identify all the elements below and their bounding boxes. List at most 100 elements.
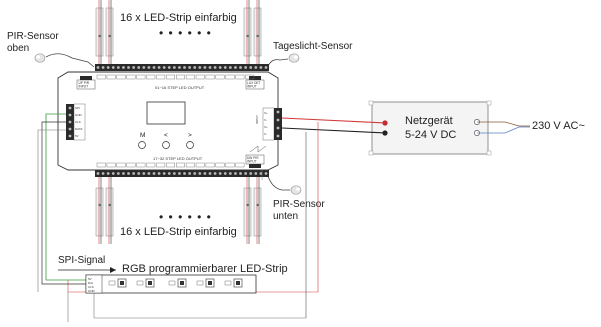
top-terminal-row xyxy=(95,64,269,71)
rgb-led-strip: 5V D/A CLK GND xyxy=(85,274,257,294)
terminal-screw xyxy=(264,66,268,69)
terminal-screw xyxy=(127,172,130,175)
bottom-output-label: 17~32 STEP LED OUTPUT xyxy=(153,156,203,161)
mains-label: 230 V AC~ xyxy=(532,120,585,132)
rgb-led-core xyxy=(120,281,124,285)
terminal-screw xyxy=(213,66,217,69)
psu-label-2: 5-24 V DC xyxy=(405,129,456,141)
terminal-screw xyxy=(208,172,212,175)
wire-spi-data xyxy=(45,113,90,281)
dw-pir-label-2: INPUT xyxy=(247,160,257,164)
pwr-pin-2: V+ xyxy=(264,125,268,129)
pir-top-label-1: PIR-Sensor xyxy=(7,31,59,42)
terminal-screw xyxy=(223,66,227,69)
bottom-dots: • • • • • • xyxy=(159,210,212,224)
channel-box xyxy=(156,162,166,168)
terminal-screw xyxy=(203,172,207,175)
pwr-pin-3: V- xyxy=(264,132,267,136)
terminal-screw xyxy=(228,66,232,69)
terminal-screw xyxy=(106,172,110,175)
terminal-screw xyxy=(254,66,258,69)
power-input-label: INPUT xyxy=(255,115,259,124)
terminal-screw xyxy=(152,172,156,175)
channel-box xyxy=(126,74,136,80)
channel-box xyxy=(225,162,235,168)
terminal-screw xyxy=(244,172,248,175)
terminal-screw xyxy=(137,172,141,175)
top-dots: • • • • • • xyxy=(159,26,212,40)
terminal-screw xyxy=(239,172,242,175)
terminal-screw xyxy=(68,134,72,138)
top-output-label: 01~16 STEP LED OUTPUT xyxy=(155,85,205,90)
terminal-screw xyxy=(137,66,141,69)
terminal-screw xyxy=(276,118,280,122)
terminal-screw xyxy=(276,134,280,138)
terminal-screw xyxy=(132,66,136,69)
channel-box xyxy=(235,162,245,168)
channel-box xyxy=(205,162,215,168)
rgb-pin-2: CLK xyxy=(88,285,94,289)
up-pir-label-2: INPUT xyxy=(79,85,89,89)
wire-v-minus xyxy=(281,127,386,134)
wire-spi-clk xyxy=(41,121,90,285)
channel-box xyxy=(195,162,205,168)
button-m[interactable] xyxy=(138,141,146,149)
terminal-screw xyxy=(116,172,120,175)
button-next-label: > xyxy=(188,132,192,139)
channel-box xyxy=(175,74,185,80)
rgb-pin-1: D/A xyxy=(88,281,93,285)
lux-det-label-2: INPUT xyxy=(247,85,257,89)
terminal-screw xyxy=(172,66,176,69)
channel-box xyxy=(126,162,136,168)
spi-pin-4: 5V xyxy=(75,134,79,138)
channel-box xyxy=(185,74,195,80)
pir-bottom-label-1: PIR-Sensor xyxy=(273,199,325,210)
terminal-screw xyxy=(68,113,72,117)
rgb-resistor xyxy=(224,280,232,286)
spi-pin-3: DATA xyxy=(75,127,83,131)
channel-box xyxy=(136,162,146,168)
top-strip-label: 16 x LED-Strip einfarbig xyxy=(120,12,237,24)
channel-box xyxy=(195,74,205,80)
wire-spi-gnd xyxy=(37,129,66,292)
terminal-screw xyxy=(259,172,263,175)
rgb-resistor xyxy=(196,280,204,286)
channel-box xyxy=(96,74,106,80)
pwr-pin-0: V+ xyxy=(264,111,268,115)
button-next[interactable] xyxy=(186,141,194,149)
terminal-screw xyxy=(106,66,110,69)
terminal-screw xyxy=(234,66,237,69)
channel-box xyxy=(205,74,215,80)
pir-sensor-top xyxy=(34,53,95,68)
up-pir-label-1: UP PIR xyxy=(79,81,90,85)
channel-box xyxy=(116,74,126,80)
terminal-screw xyxy=(172,172,176,175)
led-strip xyxy=(95,187,104,237)
terminal-screw xyxy=(203,66,207,69)
channel-box xyxy=(156,74,166,80)
terminal-screw xyxy=(249,66,253,69)
channel-box xyxy=(116,162,126,168)
terminal-screw xyxy=(244,66,248,69)
led-strip xyxy=(253,7,262,57)
rgb-resistor xyxy=(168,280,176,286)
channel-box xyxy=(215,162,225,168)
terminal-screw xyxy=(111,172,115,175)
pir-bottom-label-2: unten xyxy=(273,211,298,222)
rgb-led-core xyxy=(148,281,152,285)
controller: UP PIR INPUT LUX DET INPUT 01~16 STEP LE… xyxy=(57,64,282,177)
terminal-screw xyxy=(101,172,105,175)
terminal-screw xyxy=(122,66,125,69)
rgb-resistor xyxy=(136,280,144,286)
channel-box xyxy=(166,74,176,80)
bottom-strip-label: 16 x LED-Strip einfarbig xyxy=(120,226,237,238)
pir-sensor-bottom xyxy=(267,175,302,195)
channel-box xyxy=(225,74,235,80)
wire-v-plus xyxy=(281,117,386,124)
spi-pin-2: CLK xyxy=(75,120,81,124)
terminal-screw xyxy=(249,172,253,175)
button-prev[interactable] xyxy=(162,141,170,149)
bottom-terminal-row xyxy=(95,170,269,177)
channel-box xyxy=(215,74,225,80)
